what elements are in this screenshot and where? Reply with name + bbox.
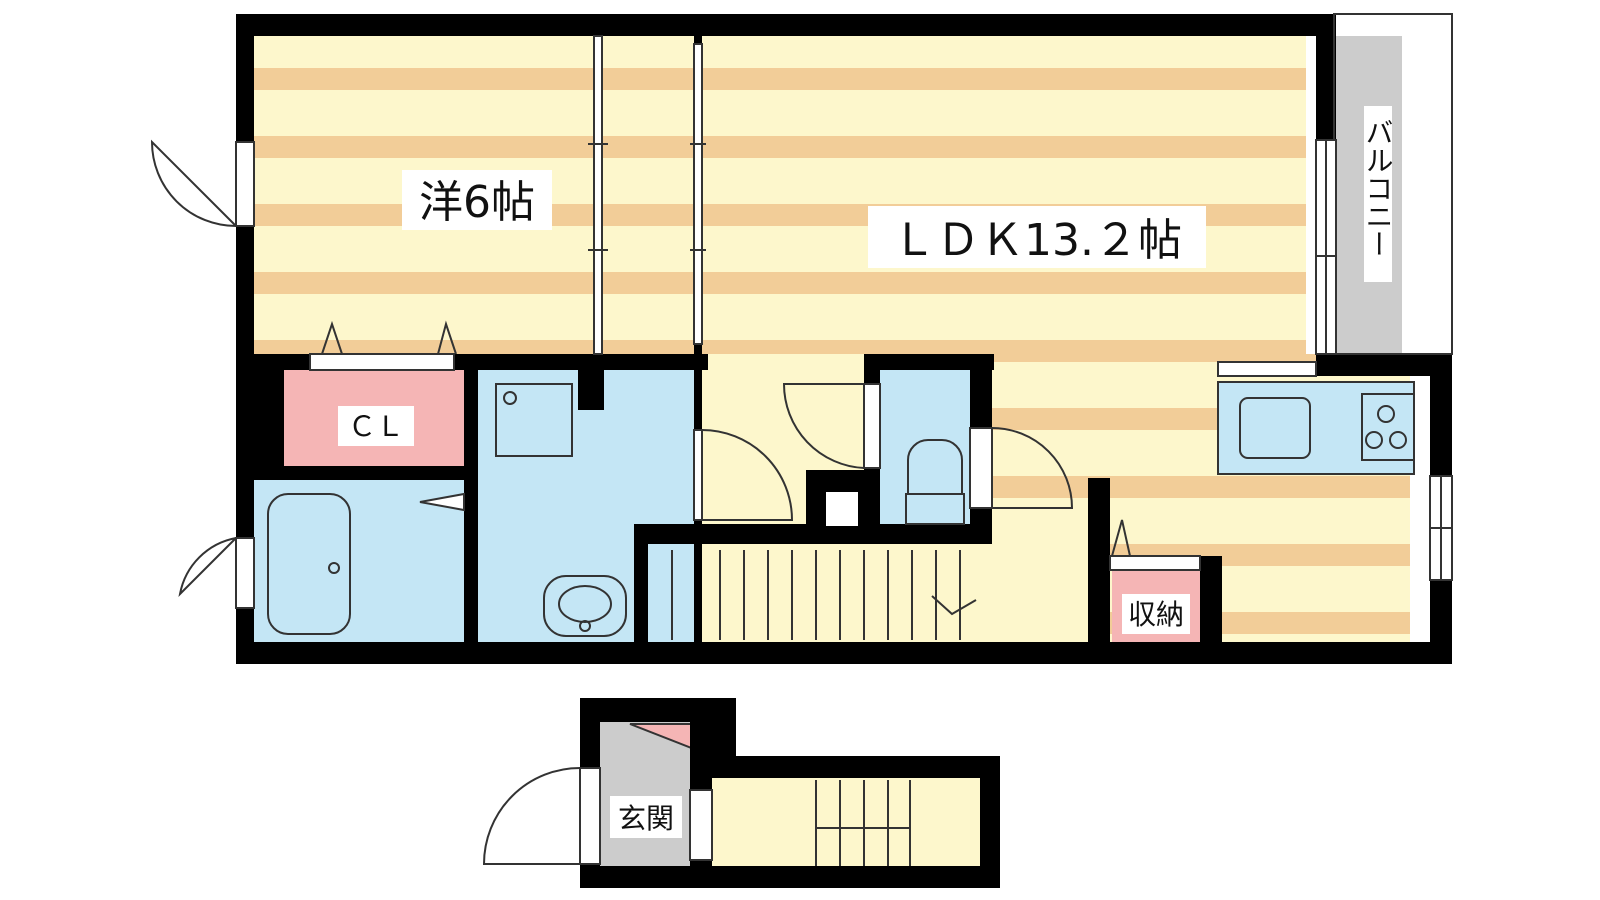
entrance-hall-floor [712, 778, 980, 868]
label-ldk: ＬＤＫ13.２帖 [892, 215, 1182, 266]
door-entrance-inner [689, 789, 713, 861]
door-bath [178, 537, 255, 609]
door-hall [969, 427, 1074, 509]
floors [254, 36, 1415, 868]
stairs-main [671, 550, 977, 640]
bath-wall-inset [826, 492, 858, 526]
ldk-floor [698, 36, 1306, 354]
door-entrance [482, 767, 601, 865]
fixtures [267, 383, 1415, 637]
wash-basin [543, 575, 627, 637]
closet-floor-top [254, 370, 454, 398]
label-entrance: 玄関 [618, 802, 674, 835]
label-western-room: 洋6帖 [419, 177, 535, 228]
entrance-floor [600, 720, 692, 868]
storage-door [1109, 519, 1201, 571]
door-toilet [782, 383, 881, 469]
bathtub [267, 493, 351, 635]
sink [1239, 397, 1311, 459]
stove [1361, 393, 1415, 461]
label-closet: ＣＬ [348, 410, 404, 443]
stairs-entrance [815, 780, 911, 866]
windows [588, 35, 1453, 581]
labels: 洋6帖 ＬＤＫ13.２帖 バルコニー ＣＬ 収納 玄関 [338, 106, 1395, 838]
door-washroom [693, 429, 794, 521]
label-storage: 収納 [1128, 598, 1184, 631]
door-western-room [150, 139, 255, 227]
label-balcony: バルコニー [1362, 118, 1395, 258]
bath-door-mark [419, 492, 465, 512]
doors [150, 139, 1201, 865]
stairs-floor [645, 532, 1087, 644]
washing-machine [495, 383, 573, 457]
closet-doors [309, 320, 457, 371]
